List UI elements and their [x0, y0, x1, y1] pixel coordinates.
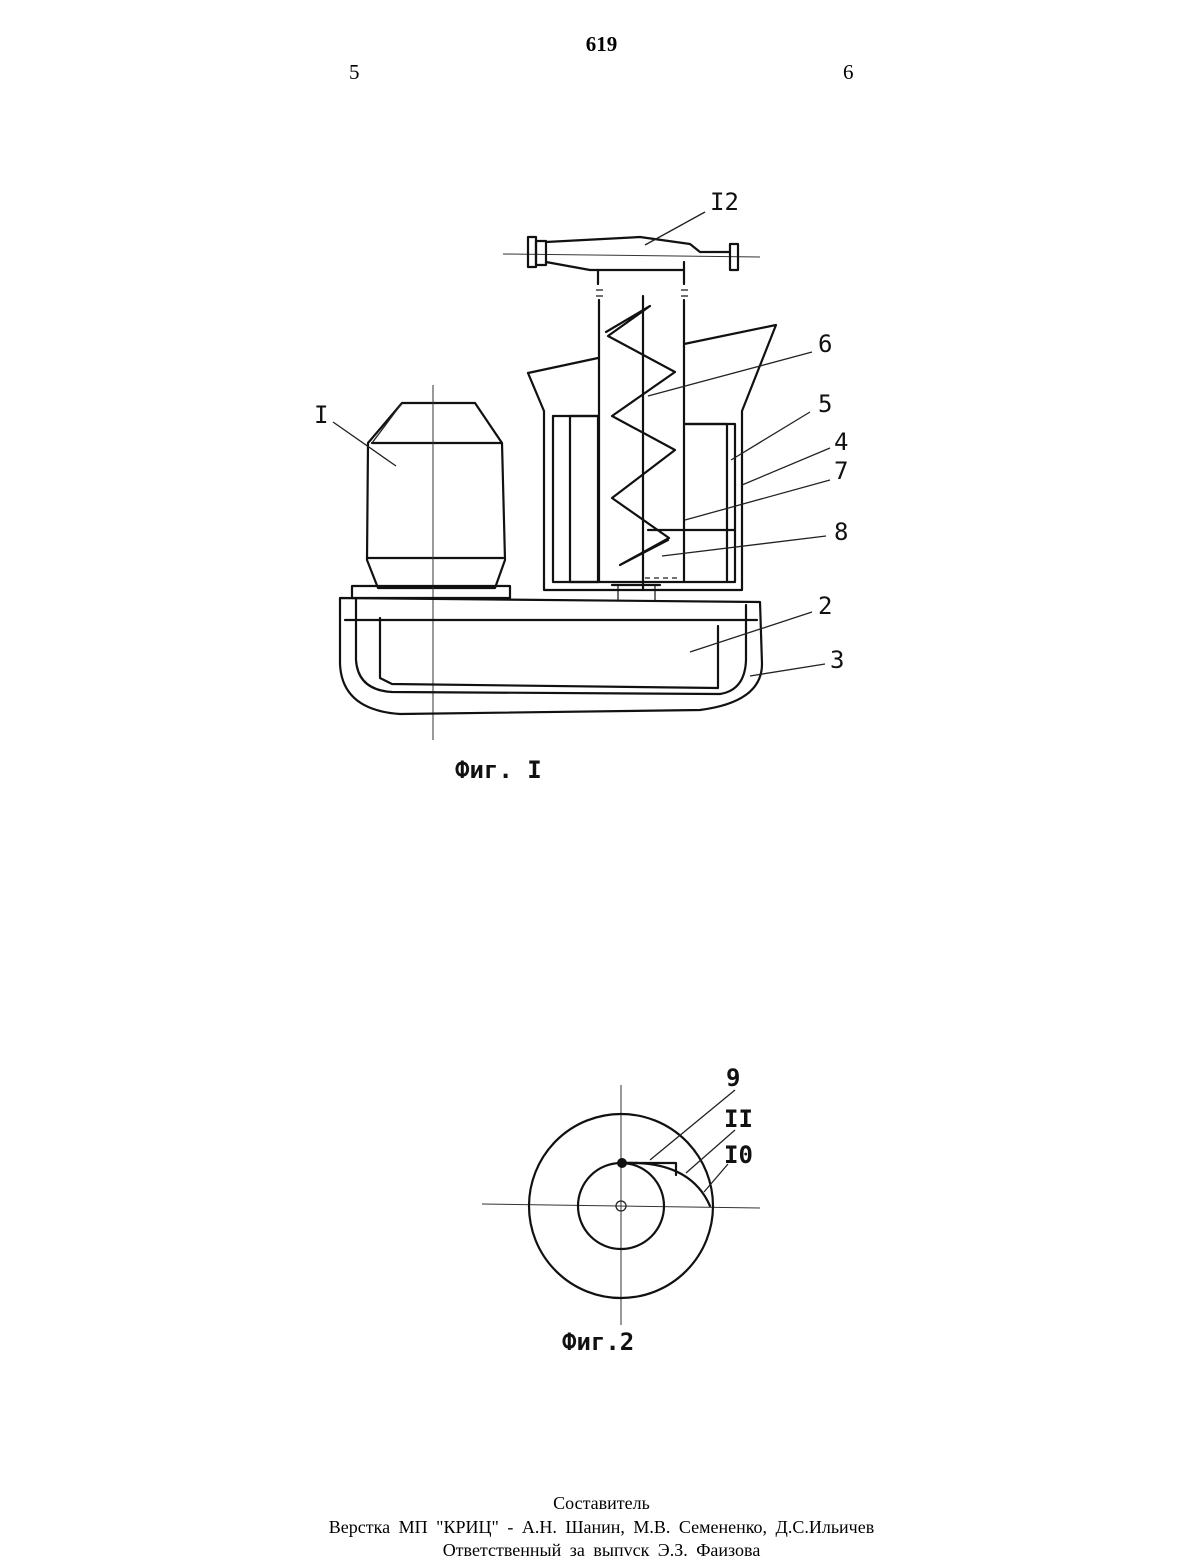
hopper [528, 325, 776, 590]
figure-2-drawing: 9 II I0 Фиг.2 [482, 1064, 760, 1356]
blade-10 [622, 1163, 710, 1206]
footer-layout-credits: Верстка МП "КРИЦ" - А.Н. Шанин, М.В. Сем… [0, 1517, 1203, 1538]
footer-responsible: Ответственный за выпvск Э.З. Фаизова [0, 1540, 1203, 1561]
label-11: II [724, 1105, 753, 1133]
label-8: 8 [834, 518, 848, 546]
label-1: I [314, 401, 328, 429]
upper-drive [503, 237, 760, 284]
label-10: I0 [724, 1141, 753, 1169]
figure-1-drawing: I2 6 5 4 7 8 I 2 3 Фиг. I [314, 188, 848, 784]
label-12: I2 [710, 188, 739, 216]
figure-1-caption: Фиг. I [455, 756, 542, 784]
auger [596, 290, 688, 590]
label-7: 7 [834, 457, 848, 485]
footer-compiler: Составитель [0, 1493, 1203, 1514]
label-3: 3 [830, 646, 844, 674]
label-9: 9 [726, 1064, 740, 1092]
label-6: 6 [818, 330, 832, 358]
figure-2-caption: Фиг.2 [562, 1328, 634, 1356]
motor [367, 403, 505, 588]
label-4: 4 [834, 428, 848, 456]
label-5: 5 [818, 390, 832, 418]
label-2: 2 [818, 592, 832, 620]
